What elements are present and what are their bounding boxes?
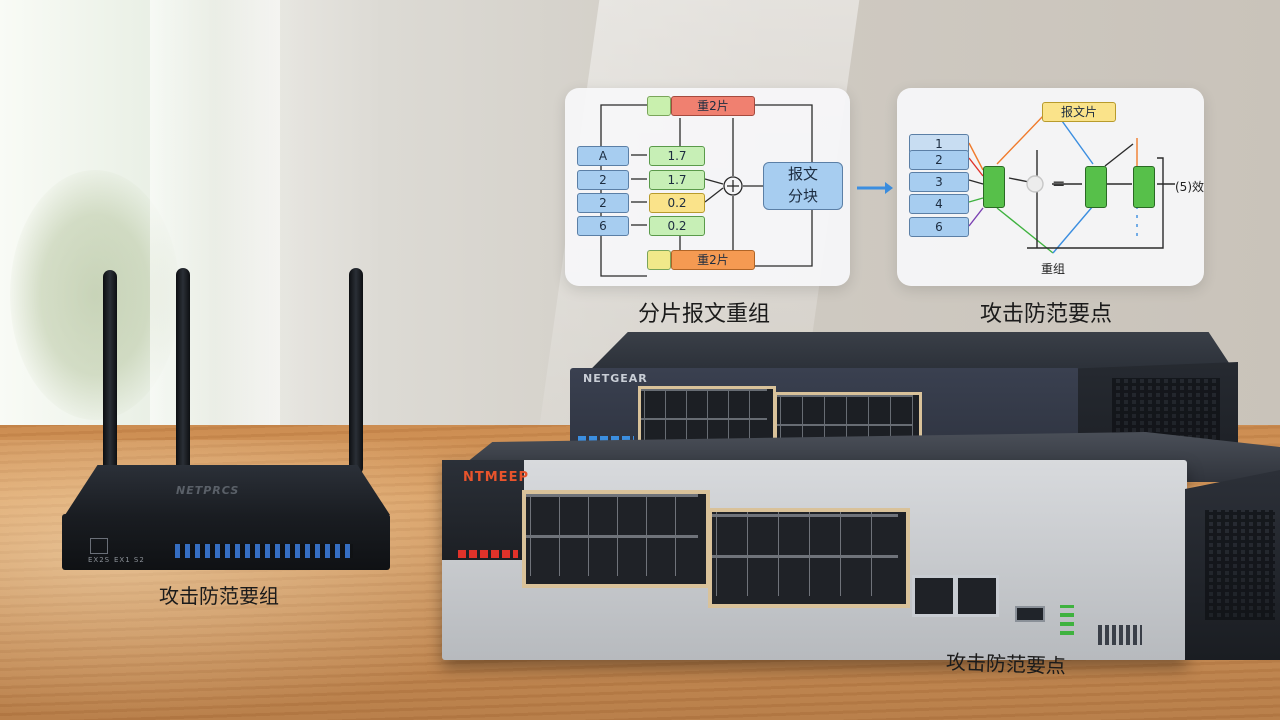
output-label: (5)效 — [1175, 180, 1204, 194]
input-cell: 2 — [909, 150, 969, 170]
router-antenna — [103, 270, 117, 475]
router-vent — [175, 544, 353, 558]
bottom-switch-port-grid — [712, 512, 898, 596]
fragment-cell: 0.2 — [649, 216, 705, 236]
top-switch-port-grid — [641, 389, 767, 447]
router-port-label: EX1 S2 — [114, 556, 145, 564]
check-node — [1085, 166, 1107, 208]
bottom-switch-grille — [1098, 625, 1142, 645]
right-diagram-caption: 攻击防范要点 — [980, 302, 1113, 327]
bottom-switch-status-strip — [458, 550, 518, 558]
bottom-switch-uplink-port — [912, 575, 956, 617]
top-switch-status-strip — [578, 436, 634, 444]
right-diagram-connectors — [968, 113, 1175, 254]
merge-node — [983, 166, 1005, 208]
top-switch-lid — [588, 332, 1235, 372]
bottom-switch-port-grid — [526, 494, 698, 576]
bottom-reassembly-label: 重2片 — [671, 250, 755, 270]
router-caption: 攻击防范要组 — [159, 584, 279, 608]
left-diagram-panel: 重2片 A 2 2 6 1.7 1.7 0.2 0.2 报文 分块 重2片 — [565, 88, 850, 286]
left-diagram-connectors — [600, 104, 813, 277]
bottom-switch-side-vent — [1205, 510, 1275, 620]
equals-glyph: = — [1052, 174, 1066, 193]
bottom-switch-bezel — [442, 460, 524, 560]
router-top — [65, 465, 390, 515]
output-node — [1133, 166, 1155, 208]
usb-port-icon — [1015, 606, 1045, 622]
router-brand: NETPRCS — [176, 484, 240, 497]
packet-block: 报文 分块 — [763, 162, 843, 210]
top-fragment-marker — [647, 96, 671, 116]
curtain — [150, 0, 280, 440]
left-cell: A — [577, 146, 629, 166]
top-switch-brand: NETGEAR — [583, 372, 648, 385]
fragment-header-label: 报文片 — [1042, 102, 1116, 122]
right-diagram-panel: 报文片 1 2 3 4 6 = 重组 (5)效 — [897, 88, 1204, 286]
bottom-switch-brand: NTMEEP — [463, 470, 529, 485]
panel-arrow-icon — [857, 182, 893, 194]
router-antenna — [349, 268, 363, 475]
left-diagram-caption: 分片报文重组 — [638, 302, 771, 327]
fragment-cell: 0.2 — [649, 193, 705, 213]
fragment-cell: 1.7 — [649, 146, 705, 166]
input-cell: 3 — [909, 172, 969, 192]
input-cell: 4 — [909, 194, 969, 214]
bottom-fragment-marker — [647, 250, 671, 270]
left-cell: 2 — [577, 193, 629, 213]
left-cell: 2 — [577, 170, 629, 190]
bottom-switch-uplink-port — [955, 575, 999, 617]
bottom-switch-led-icon — [1060, 605, 1074, 635]
router-antenna — [176, 268, 190, 475]
router-front — [62, 514, 390, 570]
merge-label: 重组 — [1041, 262, 1066, 276]
packet-block-line1: 报文 — [787, 165, 818, 183]
bottom-switch-caption: 攻击防范要点 — [945, 649, 1067, 679]
packet-block-line2: 分块 — [787, 187, 818, 205]
input-cell: 6 — [909, 217, 969, 237]
router-port — [90, 538, 108, 554]
top-reassembly-label: 重2片 — [671, 96, 755, 116]
left-cell: 6 — [577, 216, 629, 236]
fragment-cell: 1.7 — [649, 170, 705, 190]
router-port-label: EX2S — [88, 556, 111, 564]
